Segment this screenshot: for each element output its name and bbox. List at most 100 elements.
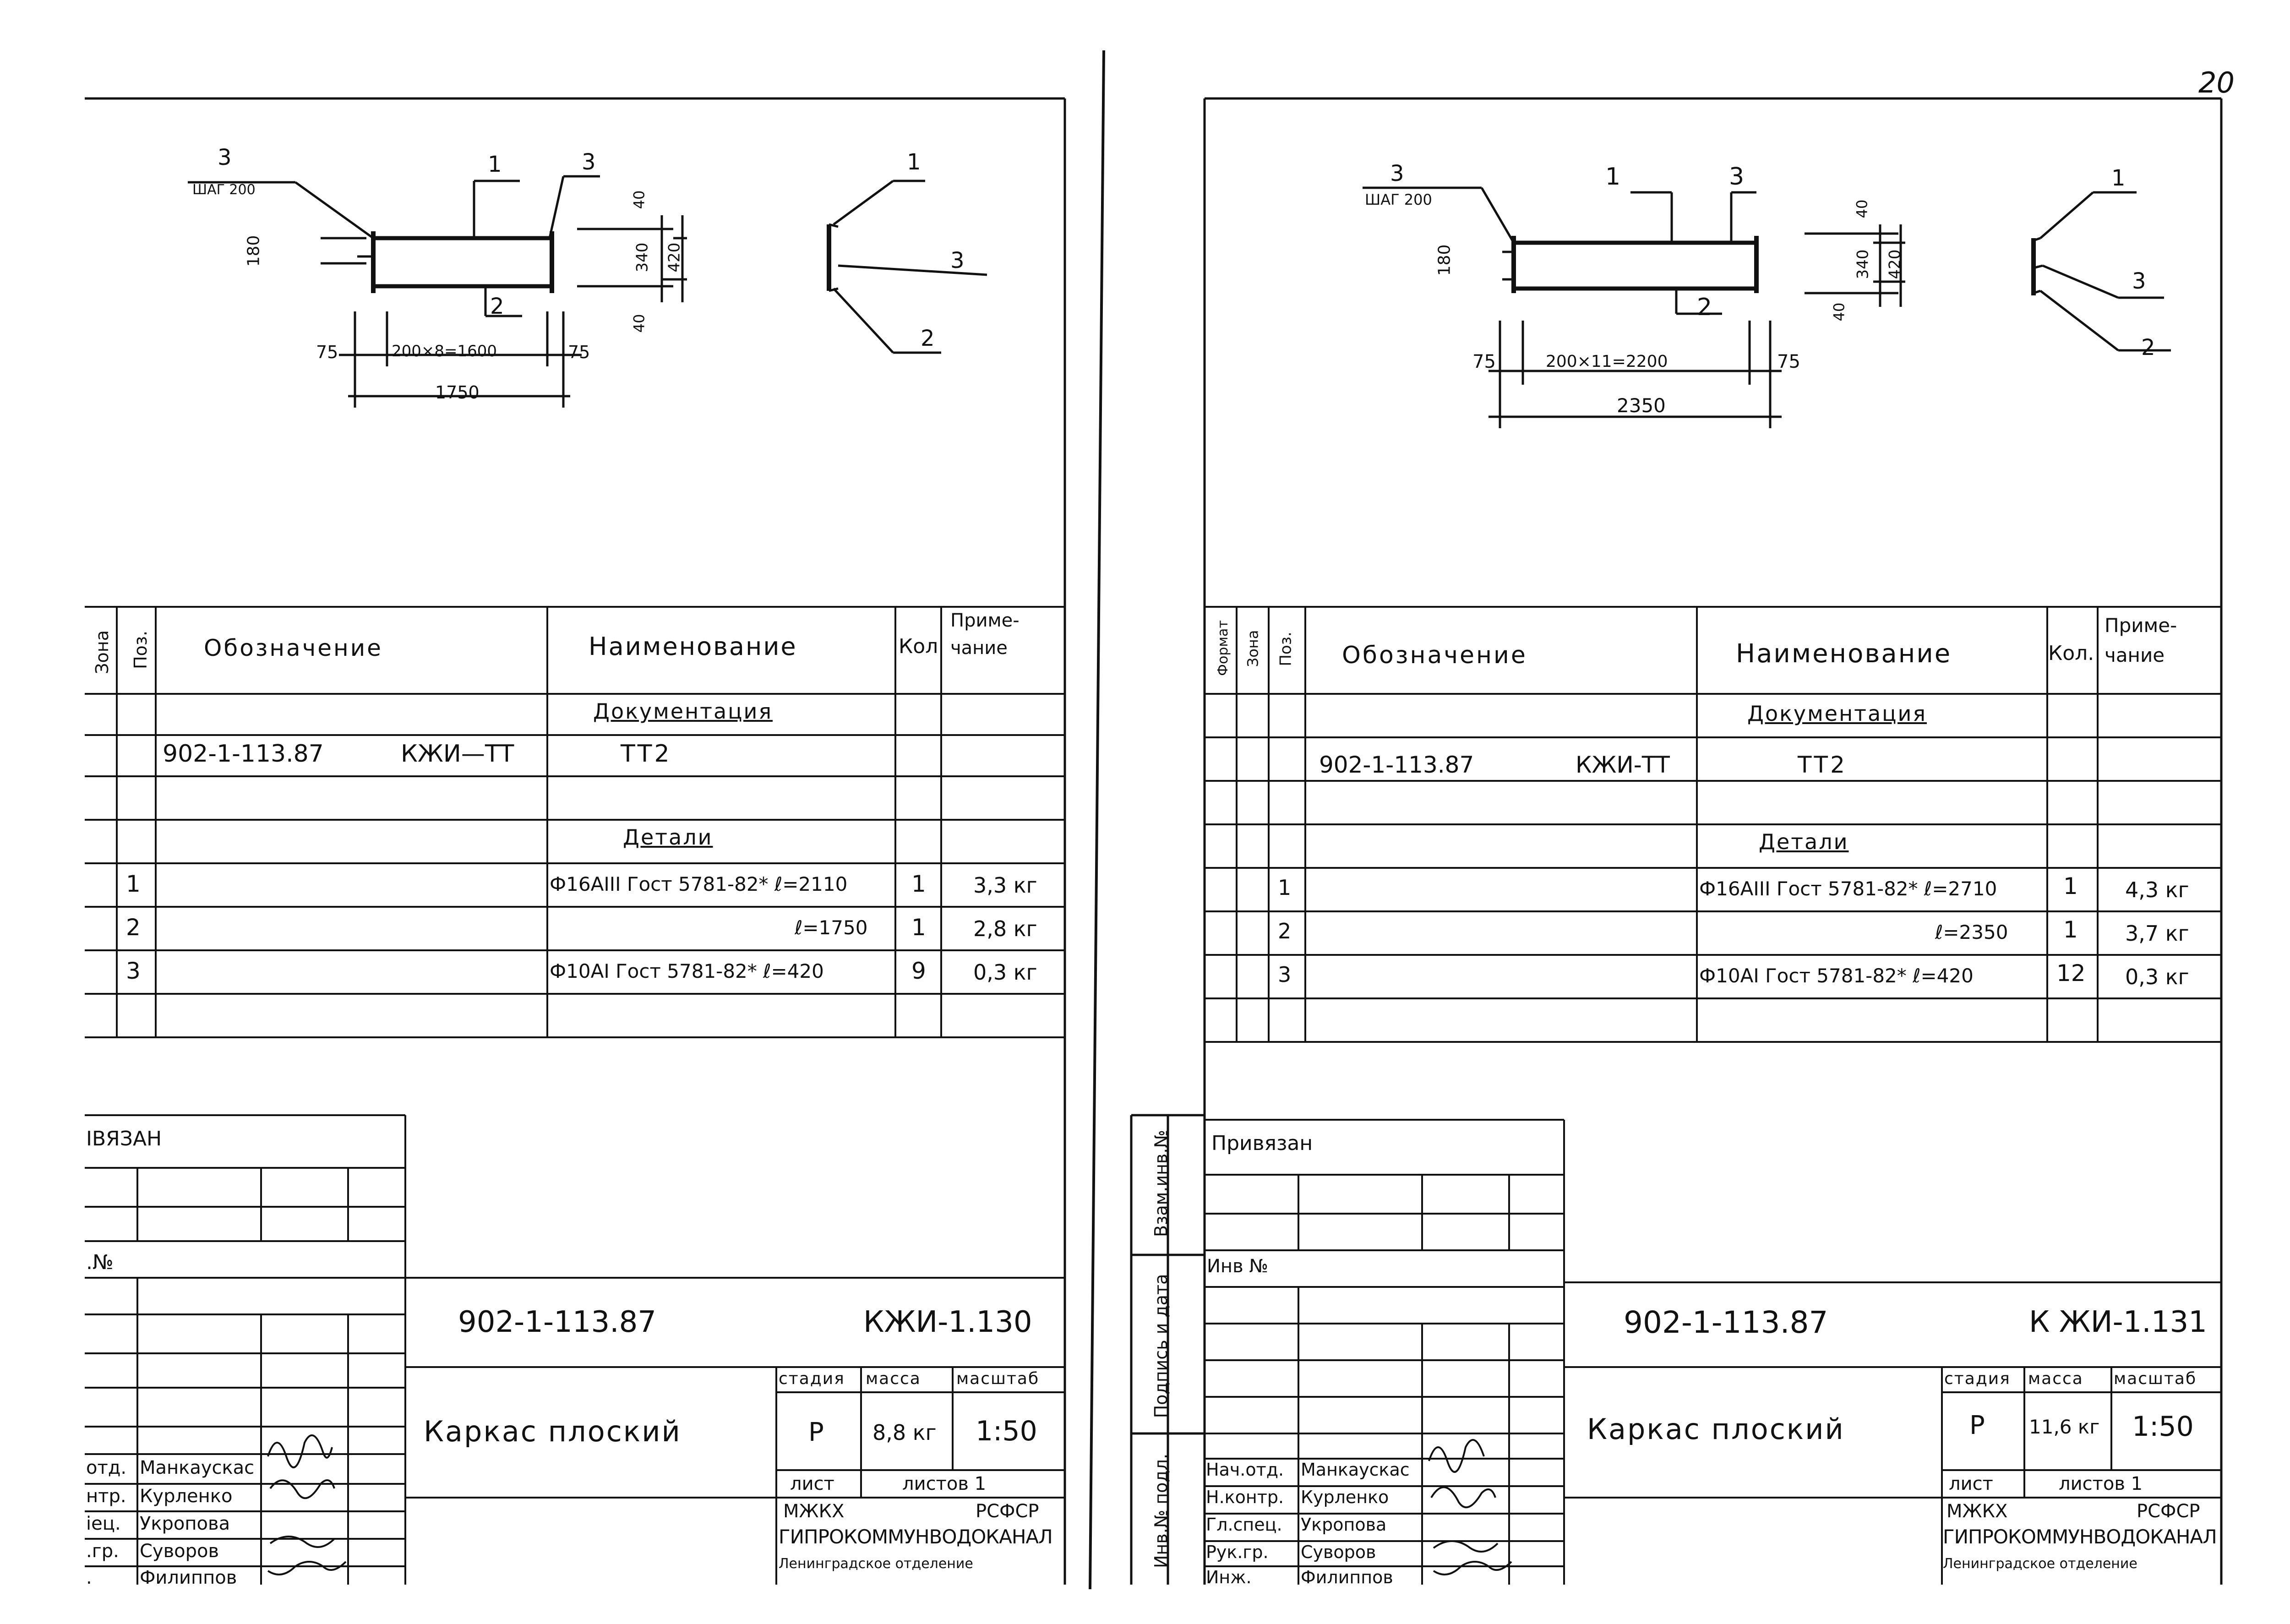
stamp-name-2-left: Курленко — [140, 1486, 233, 1507]
doc-code-right: 902-1-113.87 — [1319, 752, 1474, 778]
signatures — [267, 1434, 1512, 1575]
stamp-name-4-right: Суворов — [1301, 1542, 1376, 1562]
hdr-note1-left: Приме- — [950, 610, 1020, 631]
hdr-zone-left: Зона — [92, 630, 112, 674]
dim-total-right: 2350 — [1617, 394, 1666, 417]
stamp-org2-right: ГИПРОКОММУНВОДОКАНАЛ — [1943, 1526, 2217, 1548]
callout-s1-right: 1 — [2111, 165, 2126, 191]
row-note-2-right: 3,7 кг — [2125, 921, 2189, 946]
stamp-org1b-left: РСФСР — [976, 1501, 1039, 1522]
row-note-2-left: 2,8 кг — [973, 916, 1037, 941]
stamp-org1-right: МЖКХ — [1946, 1501, 2008, 1522]
dim-180-right: 180 — [1435, 244, 1454, 276]
stamp-org3-left: Ленинградское отделение — [779, 1556, 973, 1572]
row-qty-3-right: 12 — [2056, 960, 2086, 986]
row-note-3-left: 0,3 кг — [973, 960, 1037, 985]
hdr-format-right: Формат — [1215, 620, 1231, 676]
dim-40-bottom-right: 40 — [1830, 302, 1848, 322]
stamp-mass-right: 11,6 кг — [2029, 1416, 2100, 1438]
section-details-left: Детали — [623, 825, 713, 850]
stamp-name-1-right: Манкаускас — [1301, 1460, 1410, 1480]
stamp-role-5-right: Инж. — [1206, 1567, 1252, 1587]
stamp-title-right: Каркас плоский — [1587, 1412, 1845, 1446]
hdr-note1-right: Приме- — [2105, 614, 2177, 637]
stamp-privyazan-left: ІВЯЗАН — [86, 1127, 162, 1150]
callout-1-right: 1 — [1605, 163, 1621, 191]
dim-420-right: 420 — [1886, 249, 1904, 279]
row-name-2-left: ℓ=1750 — [795, 916, 868, 939]
stamp-sheet-label-left: лист — [790, 1473, 834, 1494]
callout-2-right: 2 — [1697, 294, 1712, 321]
hdr-zone-right: Зона — [1244, 630, 1262, 667]
stamp-scale-left: 1:50 — [976, 1415, 1037, 1447]
side-label-vzam: Взам.инв.№ — [1151, 1130, 1171, 1237]
stamp-mass-left: 8,8 кг — [872, 1420, 937, 1445]
stamp-name-2-right: Курленко — [1301, 1487, 1389, 1507]
stamp-name-5-left: Филиппов — [140, 1567, 237, 1588]
stamp-name-1-left: Манкаускас — [140, 1457, 255, 1478]
stamp-name-3-left: Укропова — [140, 1513, 230, 1534]
row-pos-2-right: 2 — [1278, 919, 1292, 943]
callout-2-left: 2 — [490, 294, 504, 319]
stamp-h-scale-left: масштаб — [956, 1369, 1040, 1388]
dim-75a-right: 75 — [1472, 351, 1496, 372]
side-label-inv-podl: Инв.№ подл. — [1151, 1453, 1171, 1569]
dim-75b-right: 75 — [1777, 351, 1800, 372]
hdr-designation-left: Обозначение — [204, 635, 383, 661]
row-name-3-left: Ф10АI Гост 5781-82* ℓ=420 — [550, 960, 824, 982]
stamp-role-4-left: .гр. — [86, 1541, 119, 1562]
stamp-role-1-right: Нач.отд. — [1206, 1460, 1284, 1480]
stamp-role-2-right: Н.контр. — [1206, 1487, 1284, 1507]
stamp-role-3-left: іец. — [86, 1513, 121, 1534]
callout-3-right: 3 — [1390, 161, 1404, 186]
dim-75b-left: 75 — [568, 342, 590, 362]
hdr-qty-left: Кол — [899, 635, 938, 658]
stamp-role-3-right: Гл.спец. — [1206, 1515, 1282, 1535]
doc-name-right: ТТ2 — [1798, 752, 1847, 778]
row-name-1-right: Ф16АIII Гост 5781-82* ℓ=2710 — [1699, 877, 1997, 900]
section-doc-right: Документация — [1747, 701, 1927, 726]
row-qty-2-right: 1 — [2063, 916, 2078, 943]
row-note-3-right: 0,3 кг — [2125, 965, 2189, 989]
hdr-note2-right: чание — [2105, 644, 2165, 666]
stamp-org1b-right: РСФСР — [2137, 1501, 2200, 1522]
doc-name-left: ТТ2 — [621, 740, 672, 768]
callout-3-left: 3 — [218, 145, 232, 170]
section-doc-left: Документация — [593, 699, 773, 724]
hdr-pos-right: Поз. — [1276, 632, 1295, 666]
row-pos-1-right: 1 — [1278, 875, 1292, 900]
stamp-h-stage-right: стадия — [1944, 1369, 2011, 1388]
doc-code-left: 902-1-113.87 — [163, 740, 324, 768]
stamp-h-stage-left: стадия — [779, 1369, 845, 1388]
dim-420-left: 420 — [665, 242, 684, 272]
stamp-role-5-left: . — [86, 1567, 92, 1588]
doc-mark-left: КЖИ—ТТ — [401, 740, 514, 768]
stamp-sheet-label-right: лист — [1949, 1473, 1993, 1494]
row-note-1-right: 4,3 кг — [2125, 877, 2189, 902]
stamp-role-4-right: Рук.гр. — [1206, 1542, 1269, 1562]
doc-mark-right: КЖИ-ТТ — [1576, 752, 1670, 778]
dim-180-left: 180 — [244, 235, 263, 267]
stamp-org3-right: Ленинградское отделение — [1943, 1556, 2137, 1572]
dim-40-top-left: 40 — [630, 190, 648, 209]
callout-3b-right: 3 — [1729, 163, 1745, 191]
callout-s1-left: 1 — [907, 149, 921, 175]
row-pos-1-left: 1 — [126, 871, 141, 897]
dim-340-right: 340 — [1854, 249, 1872, 279]
stamp-inv-left: .№ — [86, 1251, 114, 1274]
stamp-title-left: Каркас плоский — [424, 1415, 682, 1448]
row-pos-3-left: 3 — [126, 958, 141, 984]
callout-s2-left: 2 — [921, 326, 935, 351]
stamp-name-4-left: Суворов — [140, 1541, 219, 1562]
callout-pitch-right: ШАГ 200 — [1365, 191, 1432, 208]
stamp-org1-left: МЖКХ — [783, 1501, 845, 1522]
section-details-right: Детали — [1759, 829, 1849, 854]
hdr-qty-right: Кол. — [2048, 642, 2094, 665]
stamp-stage-left: Р — [808, 1417, 824, 1447]
row-qty-1-right: 1 — [2063, 873, 2078, 899]
hdr-pos-left: Поз. — [131, 630, 151, 670]
stamp-code-right: 902-1-113.87 — [1624, 1305, 1828, 1340]
stamp-sheets-label-left: листов 1 — [902, 1473, 987, 1494]
callout-s3-right: 3 — [2132, 268, 2146, 294]
